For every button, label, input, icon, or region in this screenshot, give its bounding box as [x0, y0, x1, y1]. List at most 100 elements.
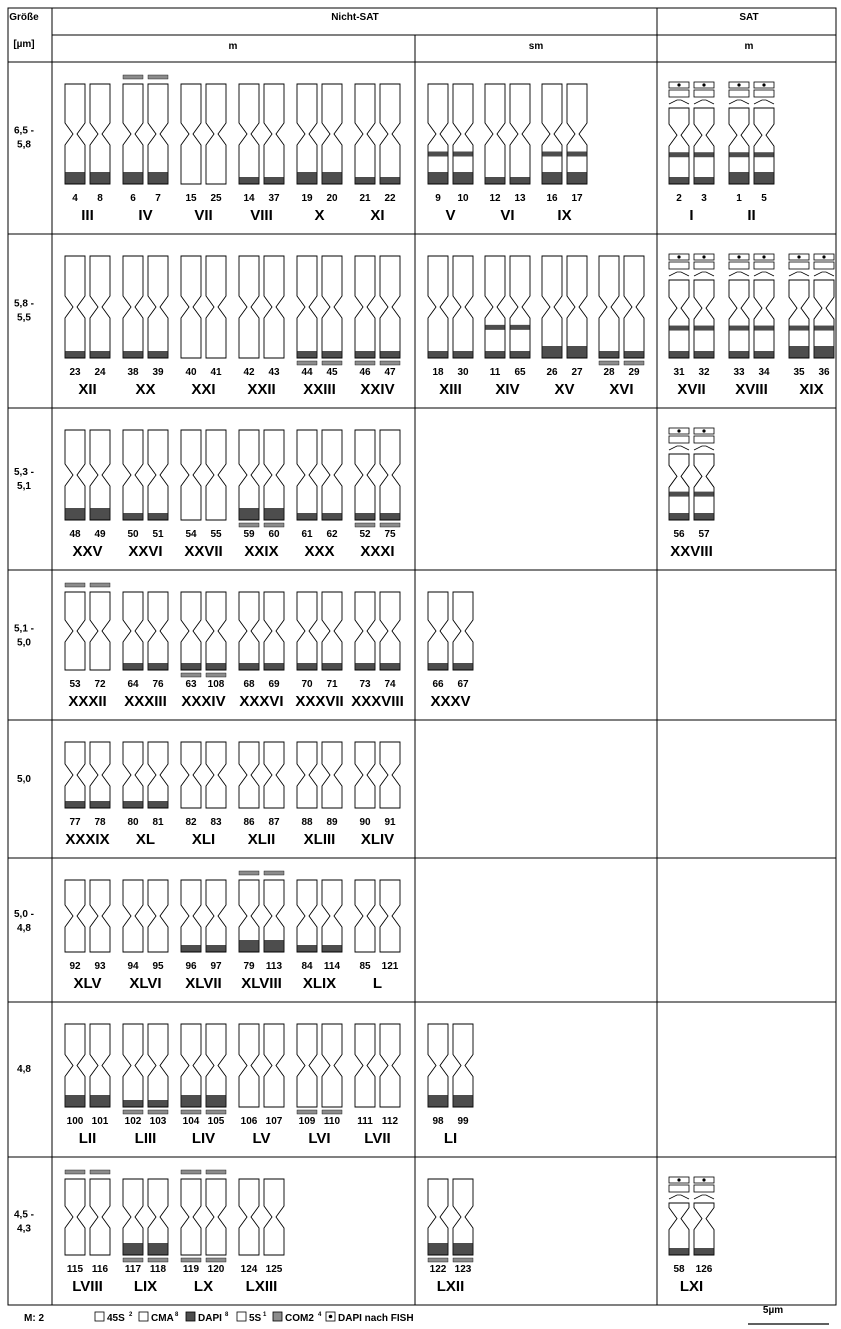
- chromosome-number: 14: [243, 193, 255, 204]
- chromatid: [90, 1024, 110, 1107]
- chromatid: [453, 84, 473, 184]
- dapi-band-interstitial: [695, 492, 714, 497]
- chromatid: [206, 84, 226, 184]
- chromatid: [453, 1024, 473, 1107]
- chromosome-number: 56: [673, 529, 685, 540]
- chromosome-pair: 7071XXXVII: [295, 592, 343, 710]
- size-header-line2: [µm]: [13, 39, 34, 50]
- dapi-band-interstitial: [429, 152, 448, 157]
- chromosome-pair: 15II: [729, 82, 774, 224]
- pair-roman-label: LI: [444, 1130, 457, 1147]
- pair-roman-label: V: [445, 207, 455, 224]
- chromosome-number: 84: [301, 961, 313, 972]
- dapi-band-terminal: [298, 513, 317, 520]
- chromosome-number: 78: [94, 817, 106, 828]
- chromosome-pair: 2324XII: [65, 256, 110, 398]
- chromosome-number: 119: [183, 1264, 200, 1275]
- chromosome-number: 103: [150, 1116, 167, 1127]
- chromosome-number: 66: [432, 679, 444, 690]
- pair-roman-label: IX: [557, 207, 571, 224]
- chromosome-number: 82: [185, 817, 197, 828]
- chromosome-pair: 9697XLVII: [181, 880, 226, 992]
- dapi-band-terminal: [454, 351, 473, 358]
- chromosome-number: 44: [301, 367, 313, 378]
- chromatid: [453, 256, 473, 358]
- pair-roman-label: LXII: [437, 1278, 465, 1295]
- pair-roman-label: XLII: [248, 831, 276, 848]
- dapi-band-terminal: [543, 346, 562, 358]
- com2-signal: [206, 673, 226, 677]
- chromatid: [181, 1024, 201, 1107]
- dapi-band-terminal: [149, 172, 168, 184]
- dapi-band-terminal: [625, 351, 644, 358]
- pair-roman-label: XVII: [677, 381, 705, 398]
- chromosome-pair: 3536XIX: [789, 254, 834, 398]
- dapi-band-terminal: [454, 1243, 473, 1255]
- chromatid: [90, 880, 110, 952]
- chromosome-number: 124: [241, 1264, 258, 1275]
- chromosome-number: 90: [359, 817, 371, 828]
- dapi-band-terminal: [124, 513, 143, 520]
- chromatid: [65, 1024, 85, 1107]
- pair-roman-label: IV: [138, 207, 152, 224]
- chromosome-number: 62: [326, 529, 338, 540]
- chromatid: [264, 742, 284, 808]
- chromosome-number: 93: [94, 961, 106, 972]
- dapi-band-terminal: [755, 172, 774, 184]
- chromosome-pair: 5275XXXI: [355, 430, 400, 560]
- chromosome-number: 59: [243, 529, 255, 540]
- satellite-box: [669, 262, 689, 269]
- chromosome-number: 47: [384, 367, 396, 378]
- dapi-band-terminal: [356, 513, 375, 520]
- chromatid: [90, 1179, 110, 1255]
- chromosome-number: 106: [241, 1116, 258, 1127]
- nor-constriction: [669, 100, 689, 104]
- dapi-band-interstitial: [730, 152, 749, 157]
- size-row: 6,5 -5,848III67IV1525VII1437VIII1920X212…: [14, 75, 774, 224]
- chromosome-number: 126: [696, 1264, 713, 1275]
- dapi-band-terminal: [149, 351, 168, 358]
- size-row: 5,1 -5,05372XXXII6476XXXIII63108XXXIV686…: [14, 583, 473, 710]
- com2-signal: [380, 523, 400, 527]
- chromatid: [181, 256, 201, 358]
- satellite-box: [669, 436, 689, 443]
- chromatid: [90, 256, 110, 358]
- chromatid: [428, 1024, 448, 1107]
- chromatid: [322, 880, 342, 952]
- chromatid: [380, 256, 400, 358]
- chromatid: [694, 280, 714, 358]
- legend-cma-label: CMA: [151, 1313, 174, 1324]
- chromosome-number: 10: [457, 193, 469, 204]
- chromosome-number: 30: [457, 367, 469, 378]
- chromatid: [181, 430, 201, 520]
- chromatid: [542, 84, 562, 184]
- chromosome-pair: 102103LIII: [123, 1024, 168, 1147]
- pair-roman-label: X: [314, 207, 324, 224]
- pair-roman-label: LX: [194, 1278, 213, 1295]
- chromosome-number: 100: [67, 1116, 84, 1127]
- chromosome-number: 97: [210, 961, 222, 972]
- com2-signal: [206, 1170, 226, 1174]
- chromosome-pair: 115116LVIII: [65, 1170, 110, 1295]
- chromosome-number: 122: [430, 1264, 447, 1275]
- chromosome-number: 125: [266, 1264, 283, 1275]
- size-range-label: 5,0: [17, 774, 31, 785]
- com2-signal: [123, 1110, 143, 1114]
- chromosome-number: 92: [69, 961, 81, 972]
- dapi-band-interstitial: [486, 325, 505, 330]
- nor-constriction: [729, 100, 749, 104]
- dapi-band-terminal: [149, 513, 168, 520]
- dapi-band-terminal: [207, 663, 226, 670]
- dapi-band-terminal: [124, 801, 143, 808]
- chromatid: [355, 742, 375, 808]
- chromatid: [453, 592, 473, 670]
- size-row: 5,3 -5,14849XXV5051XXVI5455XXVII5960XXIX…: [14, 428, 714, 560]
- chromosome-number: 73: [359, 679, 371, 690]
- com2-signal: [65, 583, 85, 587]
- dapi-band-terminal: [124, 351, 143, 358]
- dapi-band-terminal: [429, 351, 448, 358]
- pair-roman-label: XXIII: [303, 381, 336, 398]
